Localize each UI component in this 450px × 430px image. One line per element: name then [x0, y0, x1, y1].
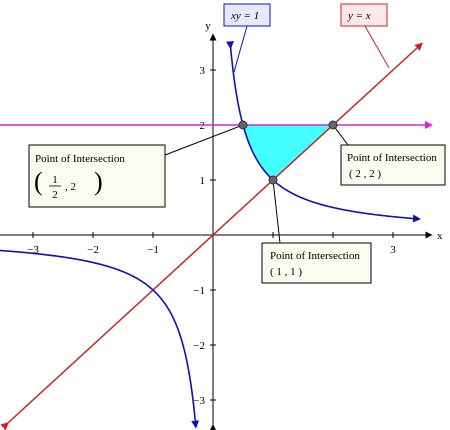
equation-leader-xy-1: [233, 25, 248, 73]
callout-paren-open: (: [34, 167, 43, 196]
callout-box: [340, 144, 446, 186]
callout-leader-half-2: [164, 124, 244, 156]
series-hyperbola-left-branch: [0, 245, 200, 429]
callout-frac-den: 2: [52, 189, 58, 201]
shaded-region: [243, 125, 333, 180]
callout-box: [28, 144, 166, 208]
callout-title: Point of Intersection: [270, 250, 360, 262]
callout-value-rest: , 2: [65, 181, 76, 193]
y-axis-label: y: [205, 20, 211, 32]
x-tick-label: 3: [390, 244, 396, 256]
callout-frac-num: 1: [52, 174, 58, 186]
y-tick-label: 3: [200, 65, 206, 77]
equation-label-text: xy = 1: [230, 10, 259, 22]
callout-title: Point of Intersection: [347, 152, 437, 164]
intersection-point: [328, 120, 338, 130]
x-tick-label: −2: [87, 244, 99, 256]
callout-leader-1-1: [272, 179, 281, 244]
equation-label-box: [223, 3, 271, 27]
intersection-point: [238, 120, 248, 130]
callout-value: ( 1 , 1 ): [270, 266, 302, 278]
x-tick-label: −1: [147, 244, 159, 256]
equation-leader-y-x: [364, 25, 390, 69]
y-tick-label: 2: [200, 120, 206, 132]
equation-label-box: [340, 3, 388, 27]
y-tick-label: −3: [193, 395, 205, 407]
intersection-point: [268, 175, 278, 185]
y-tick-label: −2: [193, 340, 205, 352]
equation-label-text: y = x: [347, 10, 371, 22]
callout-paren-close: ): [94, 167, 103, 196]
callout-box: [261, 242, 372, 284]
callout-1-1: Point of Intersection ( 1 , 1 ): [261, 242, 372, 284]
series-hyperbola-right-branch: [226, 40, 421, 223]
intersection-points: [238, 120, 338, 185]
callout-value: ( 2 , 2 ): [349, 168, 381, 180]
y-tick-label: −1: [193, 285, 205, 297]
callout-half-2: Point of Intersection ( 1 2 , 2 ): [28, 144, 166, 208]
callout-title: Point of Intersection: [35, 153, 125, 165]
equation-label-xy-1: xy = 1: [223, 3, 271, 27]
callout-2-2: Point of Intersection ( 2 , 2 ): [340, 144, 446, 186]
x-axis-label: x: [437, 230, 443, 242]
equation-label-y-x: y = x: [340, 3, 388, 27]
y-tick-label: 1: [200, 175, 206, 187]
